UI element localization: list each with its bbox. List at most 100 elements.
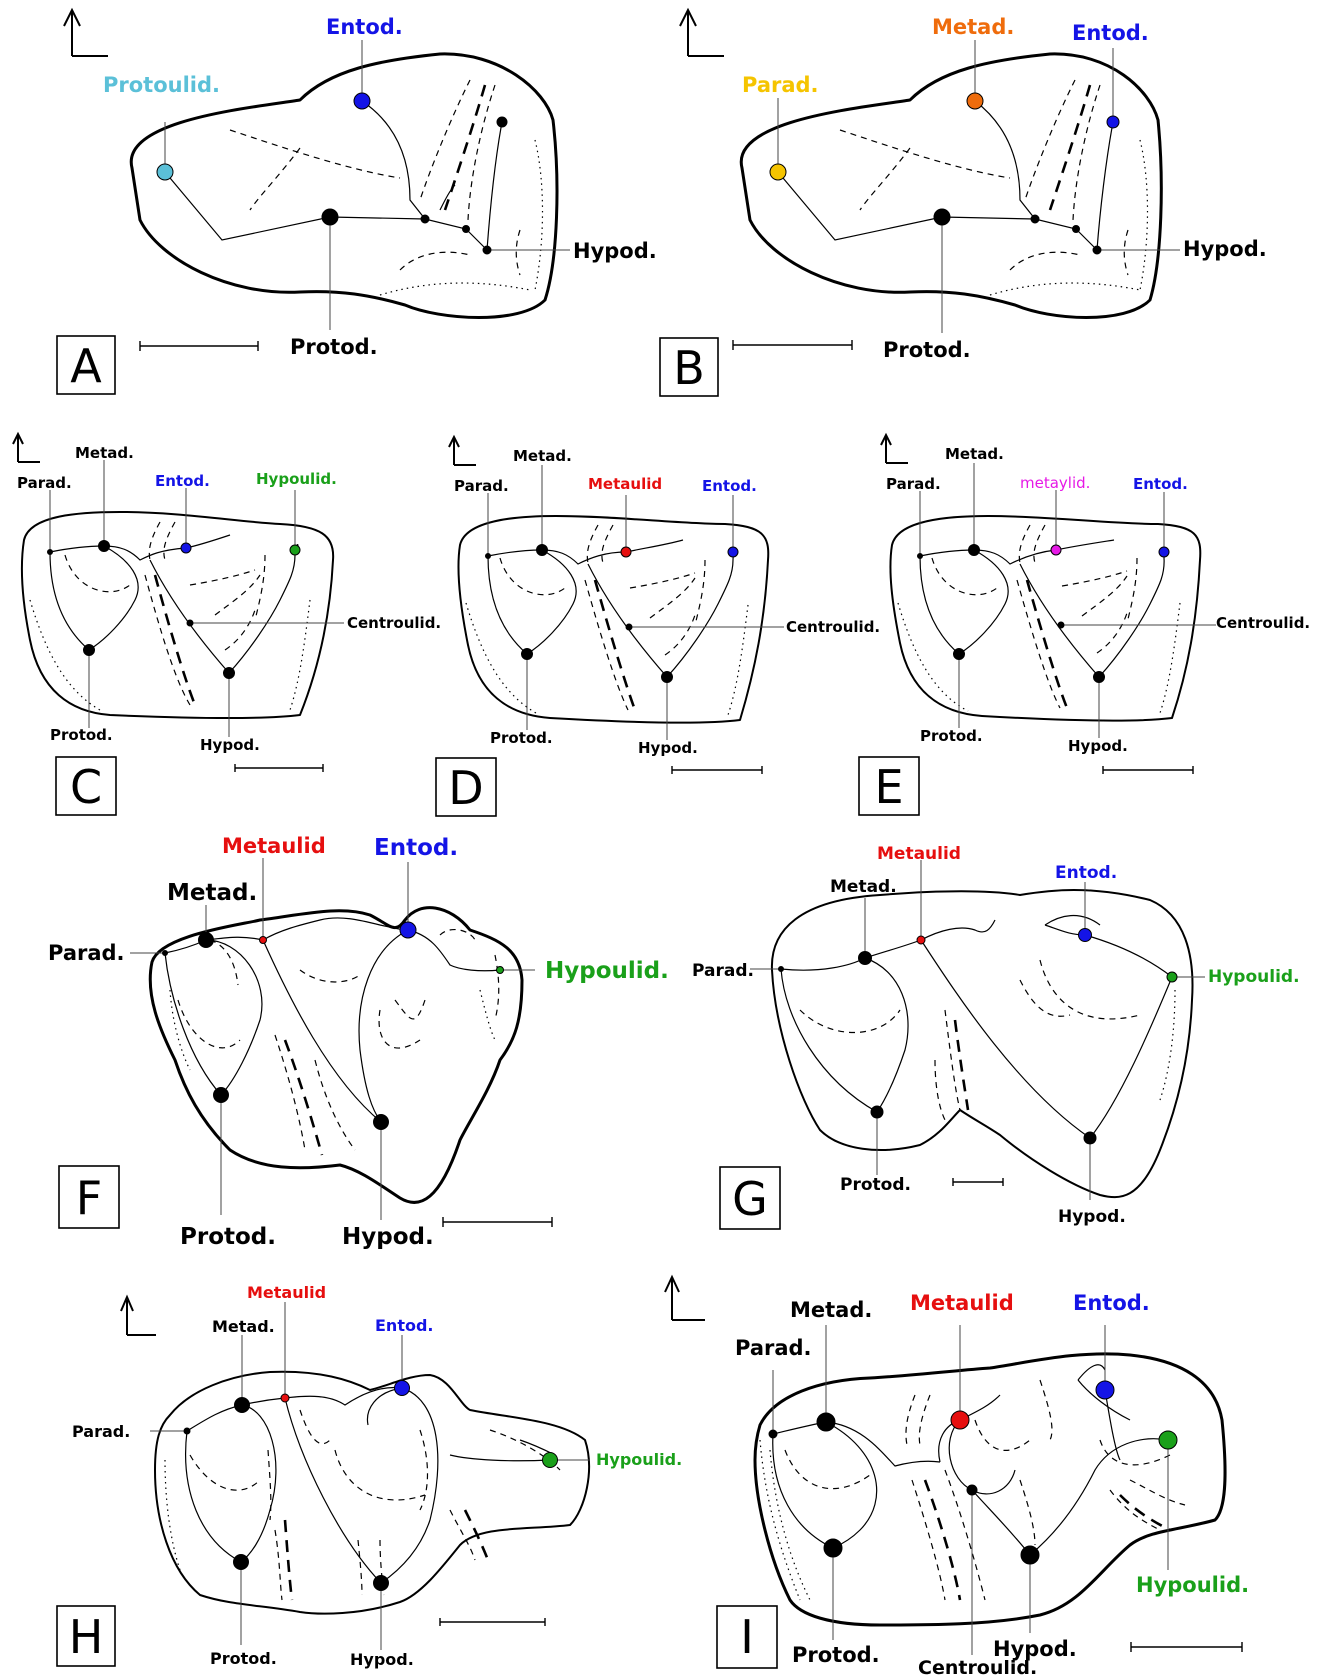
metaulid-cusp-i [950, 1410, 970, 1430]
label-protod-h: Protod. [210, 1649, 277, 1668]
label-hypoulid-g: Hypoulid. [1208, 967, 1300, 987]
orientation-arrow-i [664, 1274, 705, 1321]
label-entod-c: Entod. [155, 472, 210, 490]
entoconid-cusp-b [1106, 115, 1120, 129]
protoconid-cusp-a [321, 208, 339, 226]
panel-i: Metad. Metaulid Entod. Parad. Hypoulid. … [664, 1274, 1249, 1677]
label-metaulid-g: Metaulid [877, 844, 961, 864]
scale-bar-d [671, 766, 763, 774]
label-parad-d: Parad. [454, 477, 509, 495]
orientation-arrow-d [448, 434, 476, 466]
entoconid-cusp-h [394, 1380, 410, 1396]
label-protod-d: Protod. [490, 729, 553, 747]
protoulid-cusp-a [156, 163, 174, 181]
panel-letter-h: H [69, 1610, 104, 1664]
scale-bar-a [139, 341, 259, 351]
label-metaulid-f: Metaulid [222, 834, 326, 858]
tooth-outline-h [154, 1370, 591, 1615]
protoconid-cusp-b [933, 208, 951, 226]
label-hypod-c: Hypod. [200, 736, 260, 754]
label-metaylid-e: metaylid. [1020, 474, 1090, 492]
scale-bar-e [1102, 766, 1194, 774]
label-centroulid-c: Centroulid. [347, 614, 441, 632]
label-protod-i: Protod. [792, 1643, 880, 1667]
panel-letter-g: G [732, 1172, 768, 1226]
panel-c: Parad. Metad. Entod. Hypoulid. Centrouli… [12, 431, 441, 816]
label-protod-a: Protod. [290, 335, 378, 359]
orientation-arrow-c [12, 431, 40, 463]
label-centroulid-i: Centroulid. [918, 1657, 1037, 1677]
panel-letter-e: E [874, 760, 903, 814]
label-protoulid-a: Protoulid. [103, 73, 220, 97]
label-hypod-f: Hypod. [342, 1224, 434, 1250]
label-centroulid-e: Centroulid. [1216, 614, 1310, 632]
entoconid-cusp-c [180, 542, 192, 554]
panel-letter-a: A [70, 339, 102, 393]
entoconid-cusp-e [1158, 546, 1170, 558]
label-hypoulid-c: Hypoulid. [256, 470, 337, 488]
label-metad-i: Metad. [790, 1298, 872, 1322]
panel-letter-box-e [858, 756, 920, 816]
entoconid-cusp-a [353, 92, 371, 110]
orientation-arrow-b [679, 7, 724, 57]
label-hypod-i: Hypod. [993, 1637, 1077, 1661]
label-parad-e: Parad. [886, 475, 941, 493]
hypoulid-cusp-g [1166, 971, 1178, 983]
label-parad-i: Parad. [735, 1336, 812, 1360]
label-parad-h: Parad. [72, 1422, 130, 1441]
label-entod-g: Entod. [1055, 863, 1117, 883]
panel-a: Protoulid. Entod. Hypod. Protod. A [56, 7, 657, 395]
label-protod-c: Protod. [50, 726, 113, 744]
label-entod-b: Entod. [1072, 21, 1149, 45]
label-metad-b: Metad. [932, 15, 1014, 39]
hypoulid-cusp-f [496, 966, 504, 974]
panel-d: Parad. Metad. Metaulid Entod. Centroulid… [435, 434, 880, 817]
panel-letter-d: D [448, 761, 483, 815]
tooth-outline-b [739, 52, 1163, 319]
panel-f: Metaulid Entod. Metad. Parad. Hypoulid. … [48, 834, 669, 1250]
label-metad-e: Metad. [945, 445, 1004, 463]
label-hypod-g: Hypod. [1058, 1207, 1126, 1227]
label-metad-h: Metad. [212, 1317, 275, 1336]
panel-g: Metaulid Metad. Entod. Parad. Hypoulid. … [692, 844, 1300, 1230]
label-protod-e: Protod. [920, 727, 983, 745]
hypoulid-cusp-h [542, 1452, 558, 1468]
metaylid-cusp-e [1050, 544, 1062, 556]
scale-bar-h [439, 1618, 546, 1626]
metaulid-cusp-d [620, 546, 632, 558]
label-parad-b: Parad. [742, 73, 819, 97]
label-hypod-b: Hypod. [1183, 237, 1267, 261]
entoconid-cusp-f [399, 921, 417, 939]
tooth-outline-g [770, 889, 1194, 1199]
scale-bar-g [952, 1178, 1004, 1186]
label-metad-f: Metad. [167, 880, 257, 906]
label-metad-c: Metad. [75, 444, 134, 462]
label-metaulid-h: Metaulid [247, 1283, 326, 1302]
tooth-outline-a [129, 52, 559, 319]
panel-letter-i: I [740, 1610, 754, 1664]
hypoconid-cusp-a [482, 245, 492, 255]
hypoconid-cusp-b [1092, 245, 1102, 255]
label-hypod-a: Hypod. [573, 239, 657, 263]
panel-letter-box-i [716, 1605, 778, 1669]
panel-letter-box-c [55, 756, 117, 816]
tooth-outline-c [21, 511, 335, 720]
label-entod-e: Entod. [1133, 475, 1188, 493]
scale-bar-c [234, 764, 324, 772]
paraconid-cusp-b [769, 163, 787, 181]
hypoulid-cusp-c [289, 544, 301, 556]
label-entod-a: Entod. [326, 15, 403, 39]
tooth-outline-d [457, 515, 770, 724]
label-metaulid-d: Metaulid [588, 475, 662, 493]
panel-letter-box-g [719, 1166, 781, 1230]
label-protod-f: Protod. [180, 1224, 276, 1250]
label-parad-f: Parad. [48, 941, 125, 965]
entoconid-cusp-g [1078, 928, 1092, 942]
metaconid-cusp-b [966, 92, 984, 110]
panel-letter-box-f [58, 1165, 120, 1229]
label-protod-g: Protod. [840, 1175, 911, 1195]
orientation-arrow-a [63, 7, 108, 57]
scale-bar-b [732, 340, 853, 350]
